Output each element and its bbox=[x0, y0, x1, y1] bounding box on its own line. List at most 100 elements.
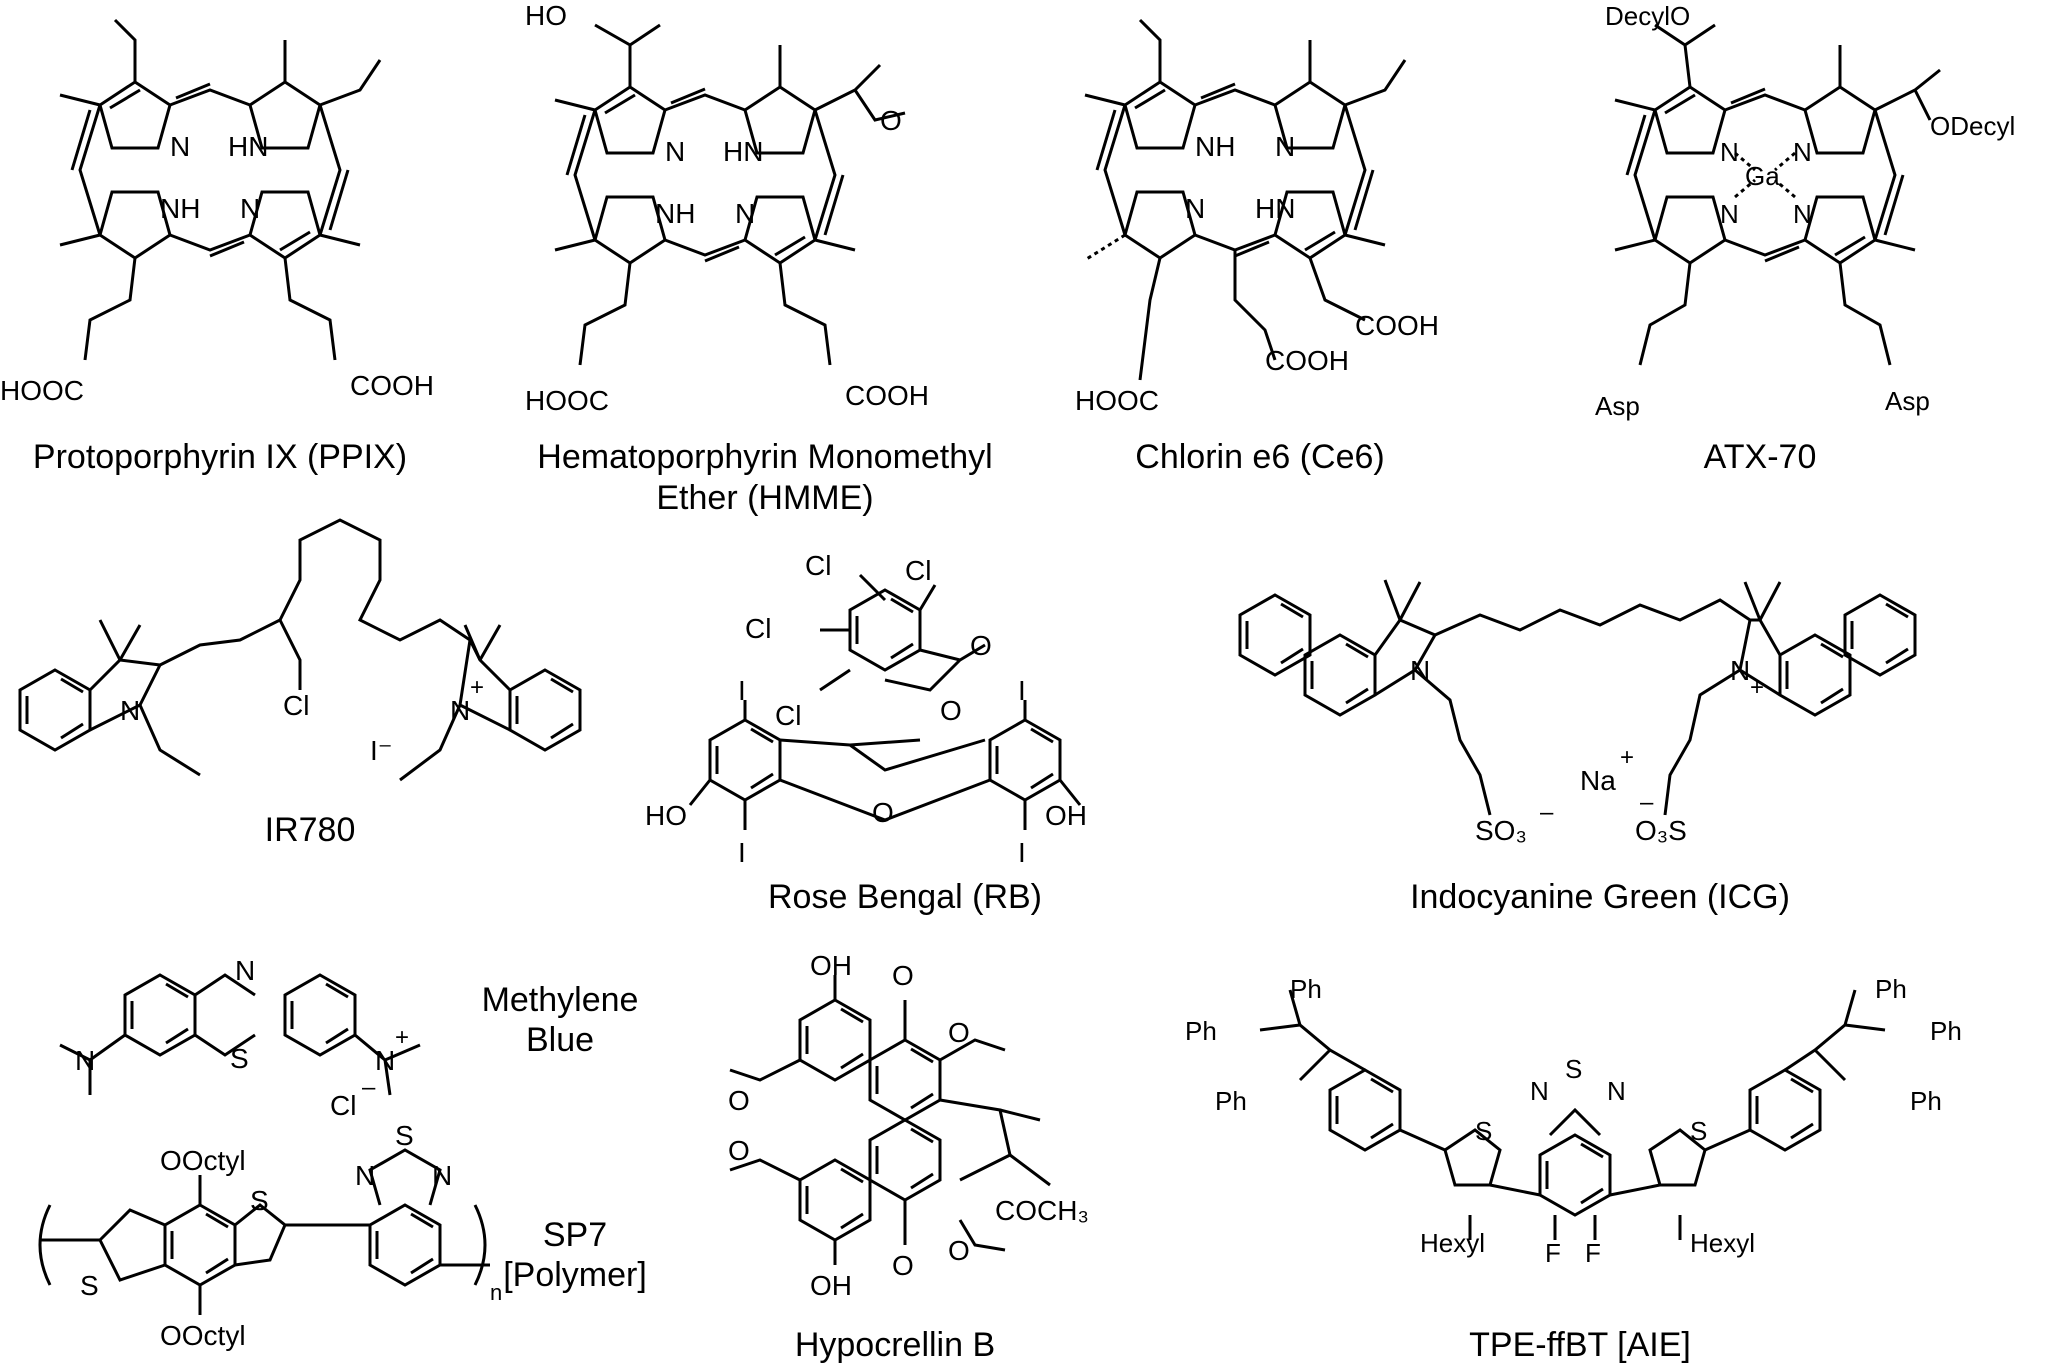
atx70-asp2-label: Asp bbox=[1885, 386, 1930, 416]
caption-methylene-blue-line2: Blue bbox=[525, 1021, 595, 1059]
hyp-o6-label: O bbox=[892, 1250, 914, 1281]
icg-so3-minus-label: – bbox=[1540, 799, 1554, 826]
mb-plus-label: + bbox=[395, 1024, 409, 1051]
tpe-s2-label: S bbox=[1690, 1116, 1707, 1146]
caption-ir780: IR780 bbox=[264, 811, 356, 849]
rb-i2-label: I bbox=[1018, 675, 1026, 706]
hyp-o1-label: O bbox=[892, 960, 914, 991]
tpe-hexyl2-label: Hexyl bbox=[1690, 1228, 1755, 1258]
atx70-odecyl-label: ODecyl bbox=[1930, 111, 2015, 141]
ir780-n1-label: N bbox=[120, 695, 140, 726]
sp7-s1-label: S bbox=[80, 1270, 99, 1301]
sp7-n1-label: N bbox=[355, 1160, 375, 1191]
atx70-structure: Ga N N N N DecylO ODecyl Asp Asp bbox=[1595, 1, 2015, 421]
rb-i3-label: I bbox=[738, 837, 746, 868]
icg-na-label: Na bbox=[1580, 765, 1616, 796]
methylene-blue-structure: N S N N + Cl – bbox=[59, 955, 421, 1121]
ir780-cl-label: Cl bbox=[283, 690, 309, 721]
ce6-nh-label: NH bbox=[1195, 131, 1235, 162]
icg-na-plus-label: + bbox=[1620, 744, 1634, 771]
rb-o3-label: O bbox=[872, 797, 894, 828]
atx70-asp1-label: Asp bbox=[1595, 391, 1640, 421]
tpe-f1-label: F bbox=[1545, 1238, 1561, 1268]
icg-n2-label: N bbox=[1730, 655, 1750, 686]
ce6-n-label: N bbox=[1275, 131, 1295, 162]
hyp-o2-label: O bbox=[948, 1017, 970, 1048]
hmme-ho-label: HO bbox=[525, 0, 567, 31]
caption-methylene-blue-line1: Methylene bbox=[481, 981, 639, 1019]
ir780-plus-label: + bbox=[470, 674, 484, 701]
ppix-hooc-label: HOOC bbox=[0, 375, 84, 406]
rb-cl3-label: Cl bbox=[745, 613, 771, 644]
hmme-n-label: N bbox=[665, 136, 685, 167]
hyp-o4-label: O bbox=[728, 1135, 750, 1166]
ir780-structure: N N + Cl I⁻ bbox=[18, 518, 582, 782]
sp7-ooctyl2-label: OOctyl bbox=[160, 1320, 246, 1351]
ce6-hooc-label: HOOC bbox=[1075, 385, 1159, 416]
caption-icg: Indocyanine Green (ICG) bbox=[1410, 878, 1790, 916]
atx70-n1-label: N bbox=[1720, 137, 1739, 167]
mb-n-plus-atom-label: N bbox=[375, 1045, 395, 1076]
rb-o1-label: O bbox=[970, 630, 992, 661]
tpe-ph6-label: Ph bbox=[1910, 1086, 1942, 1116]
icg-o3s-label: O₃S bbox=[1635, 815, 1687, 846]
tpe-ph2-label: Ph bbox=[1290, 974, 1322, 1004]
rb-cl2-label: Cl bbox=[905, 555, 931, 586]
tpe-n2-label: N bbox=[1607, 1076, 1626, 1106]
ce6-n2-label: N bbox=[1185, 193, 1205, 224]
icg-o3s-minus-label: – bbox=[1640, 789, 1654, 816]
ce6-cooh2-label: COOH bbox=[1355, 310, 1439, 341]
icg-n1-label: N bbox=[1410, 655, 1430, 686]
ppix-n2-label: N bbox=[240, 193, 260, 224]
caption-hypocrellin-b: Hypocrellin B bbox=[794, 1326, 996, 1364]
hmme-n2-label: N bbox=[735, 198, 755, 229]
hmme-hn-label: HN bbox=[723, 136, 763, 167]
rose-bengal-structure: Cl Cl Cl Cl O O O I I I I HO OH bbox=[645, 550, 1087, 868]
rb-oh-label: OH bbox=[1045, 800, 1087, 831]
sp7-structure: OOctyl OOctyl S S S N N n bbox=[38, 1120, 502, 1351]
hmme-o-label: O bbox=[880, 105, 902, 136]
tpe-ph1-label: Ph bbox=[1185, 1016, 1217, 1046]
mb-nme2-label: N bbox=[75, 1045, 95, 1076]
atx70-decylo-label: DecylO bbox=[1605, 1, 1690, 31]
rb-o2-label: O bbox=[940, 695, 962, 726]
hmme-structure: HO O N HN NH N HOOC COOH bbox=[525, 0, 929, 416]
caption-ppix: Protoporphyrin IX (PPIX) bbox=[32, 438, 408, 476]
mb-cl-minus-label: – bbox=[362, 1074, 376, 1101]
hmme-cooh-label: COOH bbox=[845, 380, 929, 411]
hyp-coch3-label: COCH₃ bbox=[995, 1195, 1089, 1226]
tpe-ph5-label: Ph bbox=[1930, 1016, 1962, 1046]
atx70-n4-label: N bbox=[1793, 199, 1812, 229]
sp7-s2-label: S bbox=[250, 1185, 269, 1216]
tpe-s1-label: S bbox=[1475, 1116, 1492, 1146]
caption-tpe-ffbt: TPE-ffBT [AIE] bbox=[1469, 1326, 1691, 1364]
ir780-n2-label: N bbox=[450, 695, 470, 726]
tpe-ffbt-structure: Ph Ph Ph Ph Ph Ph S S S N N Hexyl Hexyl … bbox=[1185, 974, 1962, 1268]
tpe-ph3-label: Ph bbox=[1215, 1086, 1247, 1116]
sp7-ooctyl1-label: OOctyl bbox=[160, 1145, 246, 1176]
atx70-n2-label: N bbox=[1793, 137, 1812, 167]
mb-n-label: N bbox=[235, 955, 255, 986]
ppix-n-label: N bbox=[170, 131, 190, 162]
tpe-n1-label: N bbox=[1530, 1076, 1549, 1106]
ce6-hn-label: HN bbox=[1255, 193, 1295, 224]
icg-plus-label: + bbox=[1750, 674, 1764, 701]
caption-atx70: ATX-70 bbox=[1703, 438, 1817, 476]
caption-sp7-line2: [Polymer] bbox=[503, 1256, 647, 1294]
atx70-ga-label: Ga bbox=[1745, 161, 1780, 191]
hyp-oh1-label: OH bbox=[810, 950, 852, 981]
tpe-s3-label: S bbox=[1565, 1054, 1582, 1084]
hypocrellin-b-structure: OH O O O O COCH₃ O O OH bbox=[728, 950, 1089, 1301]
rb-cl1-label: Cl bbox=[805, 550, 831, 581]
caption-hmme-line1: Hematoporphyrin Monomethyl bbox=[537, 438, 993, 476]
ppix-cooh-label: COOH bbox=[350, 370, 434, 401]
ce6-cooh1-label: COOH bbox=[1265, 345, 1349, 376]
hyp-o5-label: O bbox=[948, 1235, 970, 1266]
mb-cl-label: Cl bbox=[330, 1090, 356, 1121]
caption-rose-bengal: Rose Bengal (RB) bbox=[767, 878, 1042, 916]
icg-structure: N N + Na + SO₃ – O₃S – bbox=[1238, 579, 1917, 846]
rb-ho-label: HO bbox=[645, 800, 687, 831]
tpe-hexyl1-label: Hexyl bbox=[1420, 1228, 1485, 1258]
caption-hmme-line2: Ether (HMME) bbox=[656, 479, 874, 517]
